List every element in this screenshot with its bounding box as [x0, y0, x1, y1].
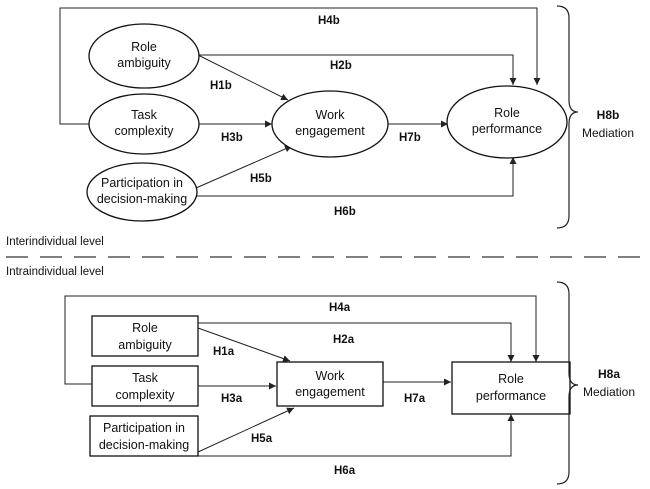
h5b-path [195, 145, 293, 189]
h5a-label: H5a [251, 433, 273, 445]
task-complexity-node: Task complexity [88, 93, 200, 155]
role-performance-node: Role performance [446, 85, 568, 159]
h6a-label: H6a [334, 465, 356, 477]
h7a-label: H7a [404, 393, 426, 405]
role-ambiguity-label-2: ambiguity [117, 56, 171, 70]
h1b-path [197, 54, 289, 101]
h8a-label: H8a [598, 367, 620, 381]
participation-node: Participation in decision-making [86, 162, 198, 222]
work-engagement-label-2: engagement [295, 124, 365, 138]
role-performance-box-label-1: Role [498, 372, 524, 386]
role-performance-box: Role performance [451, 361, 571, 415]
h4b-label: H4b [318, 15, 340, 27]
h1b-label: H1b [210, 80, 232, 92]
h1a-path [197, 327, 291, 362]
work-engagement-box-label-2: engagement [295, 385, 365, 399]
h1a-label: H1a [213, 346, 235, 358]
h4a-label: H4a [329, 302, 351, 314]
h4a-path [64, 295, 540, 385]
task-complexity-box-label-1: Task [132, 371, 158, 385]
h2a-label: H2a [333, 334, 355, 346]
role-ambiguity-node: Role ambiguity [88, 23, 200, 89]
participation-box: Participation in decision-making [89, 415, 199, 457]
role-ambiguity-label-1: Role [131, 40, 157, 54]
between-level-model: Role ambiguity Task complexity Participa… [59, 5, 634, 229]
work-engagement-box-label-1: Work [316, 369, 346, 383]
within-level-model: Role ambiguity Task complexity Participa… [64, 281, 635, 485]
h4b-path [59, 7, 541, 125]
within-mediation-bracket [556, 281, 579, 485]
between-mediation-label: Mediation [582, 126, 634, 140]
h2b-path [198, 54, 517, 85]
interindividual-level-label: Interindividual level [6, 236, 104, 248]
h7b-label: H7b [399, 132, 421, 144]
participation-box-label-2: decision-making [99, 438, 189, 452]
role-ambiguity-box-label-1: Role [132, 321, 158, 335]
task-complexity-box: Task complexity [91, 365, 199, 407]
role-performance-label-2: performance [472, 122, 542, 136]
participation-label-1: Participation in [101, 176, 183, 190]
role-performance-box-label-2: performance [476, 389, 546, 403]
role-performance-label-1: Role [494, 106, 520, 120]
h8b-label: H8b [597, 108, 620, 122]
participation-box-label-1: Participation in [103, 421, 185, 435]
h2a-path [198, 322, 515, 362]
h2b-label: H2b [330, 60, 352, 72]
h3a-label: H3a [221, 393, 243, 405]
role-ambiguity-box-label-2: ambiguity [118, 338, 172, 352]
h6b-path [196, 157, 517, 197]
work-engagement-node: Work engagement [271, 90, 389, 158]
h5a-path [197, 407, 295, 453]
work-engagement-label-1: Work [316, 108, 346, 122]
h6a-path [198, 414, 515, 457]
task-complexity-label-2: complexity [114, 124, 174, 138]
within-mediation-label: Mediation [583, 385, 635, 399]
h6b-label: H6b [334, 206, 356, 218]
participation-label-2: decision-making [97, 192, 187, 206]
work-engagement-box: Work engagement [276, 361, 384, 407]
intraindividual-level-label: Intraindividual level [6, 266, 104, 278]
role-ambiguity-box: Role ambiguity [91, 315, 199, 357]
h3b-label: H3b [221, 132, 243, 144]
between-mediation-bracket [556, 5, 579, 229]
task-complexity-label-1: Task [131, 108, 157, 122]
h5b-label: H5b [250, 173, 272, 185]
task-complexity-box-label-2: complexity [115, 388, 175, 402]
